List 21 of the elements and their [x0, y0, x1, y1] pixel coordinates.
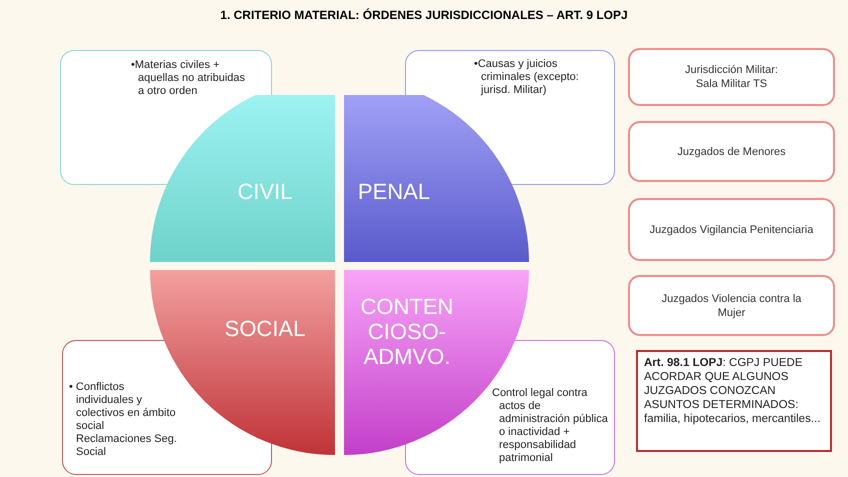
court-box	[628, 198, 835, 261]
title: 1. CRITERIO MATERIAL: ÓRDENES JURISDICCIONALES – ART. 9 LOPJ	[219, 8, 629, 22]
segment-label: SOCIAL	[224, 316, 306, 341]
segment-label: CIVIL	[236, 179, 294, 204]
quadrant-segment	[150, 95, 335, 262]
segment-label: PENAL	[356, 179, 432, 204]
note-box	[636, 350, 832, 452]
box-label: Juzgados Violencia contra la Mujer	[660, 292, 802, 320]
bullet-text: •Materias civiles + aquellas no atribuidas a otro orden	[131, 59, 246, 98]
quadrant-segment	[344, 95, 530, 262]
bullet-text: • Conflictos individuales y colectivos en ámbito social Reclamaciones Seg. Social	[69, 381, 177, 459]
box-label: Juzgados de Menores	[677, 144, 786, 158]
bullet-text: •Causas y juicios criminales (excepto: jurisd. Militar)	[474, 58, 580, 97]
court-box	[628, 48, 835, 106]
segment-label: CONTEN CIOSO- ADMVO.	[360, 294, 454, 369]
note-text: Art. 98.1 LOPJ: CGPJ PUEDE ACORDAR QUE ALGUNOS JUZGADOS CONOZCAN ASUNTOS DETERMINADOS: familia, hipotecarios, mercantiles...	[644, 357, 820, 425]
box-label: Juzgados Vigilancia Penitenciaria	[650, 222, 814, 236]
box-label: Jurisdicción Militar: Sala Militar TS	[684, 63, 779, 91]
court-box	[628, 121, 835, 182]
court-box	[628, 275, 835, 336]
bullet-text: Control legal contra actos de administración pública o inactividad + responsabilidad patrimonial	[492, 387, 609, 465]
